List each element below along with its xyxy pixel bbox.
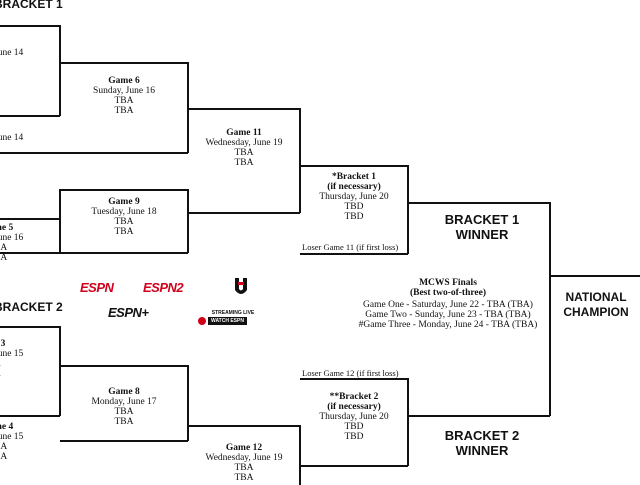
bracket-1-header: BRACKET 1 — [0, 0, 63, 11]
line — [59, 189, 61, 253]
line — [300, 165, 408, 167]
line — [408, 202, 550, 204]
game-1-label: 1 June 14 — [0, 48, 24, 58]
line — [549, 202, 551, 416]
game-6-label: Game 6 Sunday, June 16 TBA TBA — [93, 76, 155, 116]
game-5-label: me 5 June 16 BA BA — [0, 223, 24, 263]
line — [408, 415, 550, 417]
streaming-watch-logo: STREAMING LIVE WATCH ESPN — [198, 310, 268, 326]
line — [187, 189, 189, 253]
line — [0, 252, 188, 254]
u-logo-icon — [234, 277, 248, 297]
line — [0, 218, 60, 220]
line — [0, 326, 60, 328]
line — [300, 378, 408, 380]
national-champion: NATIONAL CHAMPION — [563, 290, 629, 319]
bracket-2-winner: BRACKET 2 WINNER — [444, 428, 520, 458]
line — [0, 415, 60, 417]
watch-dot-icon — [198, 317, 206, 325]
line — [60, 440, 188, 442]
game-8-label: Game 8 Monday, June 17 TBA TBA — [91, 387, 157, 427]
espn2-logo: ESPN2 — [143, 280, 184, 295]
bracket-1-game-label: *Bracket 1 (if necessary) Thursday, June… — [319, 172, 389, 222]
line — [0, 115, 60, 117]
mcws-finals-info: MCWS Finals (Best two-of-three) Game One… — [358, 278, 538, 330]
line — [60, 365, 188, 367]
line — [187, 365, 189, 441]
game-9-label: Game 9 Tuesday, June 18 TBA TBA — [91, 197, 157, 237]
game-11-label: Game 11 Wednesday, June 19 TBA TBA — [205, 128, 283, 168]
line — [299, 108, 301, 213]
game-2-label: 2 June 14 — [0, 133, 24, 143]
line — [188, 108, 300, 110]
spacer — [300, 255, 302, 379]
line — [59, 25, 61, 116]
espnplus-logo: ESPN+ — [108, 305, 149, 320]
bracket-2-header: BRACKET 2 — [0, 300, 63, 314]
line — [188, 212, 300, 214]
game-3-label: e 3 June 15 A A — [0, 339, 24, 379]
line — [300, 465, 408, 467]
line — [59, 326, 61, 416]
game-4-label: me 4 June 15 BA BA — [0, 422, 24, 462]
espn-logo: ESPN — [80, 280, 114, 295]
line — [299, 425, 301, 485]
loser-game-11-label: Loser Game 11 (if first loss) — [302, 242, 399, 252]
bracket-2-game-label: **Bracket 2 (if necessary) Thursday, Jun… — [319, 392, 389, 442]
line — [60, 62, 188, 64]
line — [407, 378, 409, 466]
line — [0, 25, 60, 27]
loser-game-12-label: Loser Game 12 (if first loss) — [302, 368, 399, 378]
line — [60, 189, 188, 191]
line — [187, 62, 189, 153]
game-12-label: Game 12 Wednesday, June 19 TBA TBA — [205, 443, 283, 483]
line — [188, 425, 300, 427]
line — [0, 152, 188, 154]
line — [550, 275, 640, 277]
bracket-1-winner: BRACKET 1 WINNER — [444, 212, 520, 242]
line — [407, 165, 409, 254]
line — [300, 253, 408, 255]
